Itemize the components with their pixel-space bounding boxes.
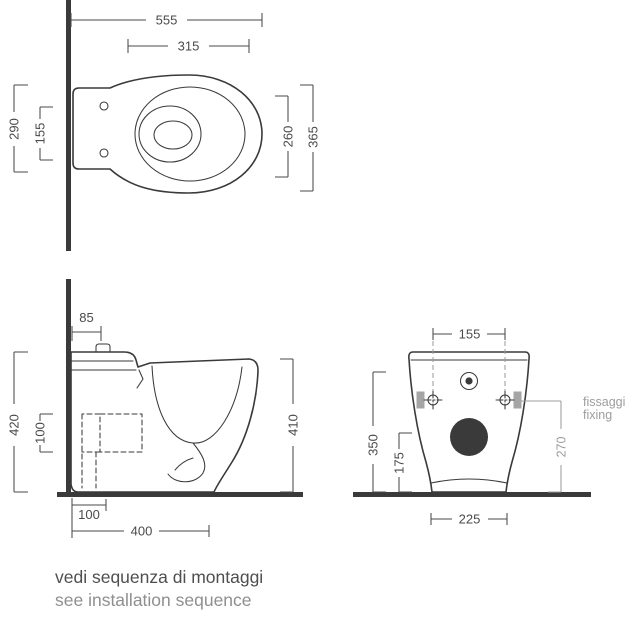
dim-line-front-height <box>280 358 294 493</box>
dim-back-inner-width: 155 <box>33 123 48 145</box>
seat-hinge-hole-top <box>99 101 109 111</box>
dim-outlet-box-height: 100 <box>33 422 48 444</box>
dim-line-back-width <box>13 84 28 173</box>
dim-overall-depth: 400 <box>131 524 153 539</box>
dim-line-outlet-height <box>398 432 412 493</box>
toilet-side-outline <box>70 351 259 493</box>
inner-bowl-profile <box>151 365 243 444</box>
dim-line-fixing-centres <box>432 328 506 340</box>
floor-line-front <box>353 492 591 497</box>
dim-base-width: 225 <box>459 512 481 527</box>
outlet-hole <box>450 418 488 456</box>
dim-line-base-width <box>430 513 508 525</box>
dim-line-overall-width <box>300 84 314 192</box>
wall-section-side <box>66 279 71 497</box>
dim-fixing-height: 270 <box>555 437 569 458</box>
dim-line-back-inner-width <box>39 106 53 161</box>
dim-overall-length: 555 <box>156 13 178 28</box>
dim-back-width: 290 <box>7 118 22 140</box>
seat-hinge-profile <box>95 343 111 353</box>
front-view: 155 350 175 270 225 fissaggi fixing <box>353 327 625 527</box>
dim-line-overall-length <box>70 13 263 27</box>
side-dimensions: 85 420 100 410 100 400 <box>7 310 301 539</box>
dim-back-height: 420 <box>7 414 22 436</box>
fixing-cross-right <box>495 390 515 410</box>
side-view: 85 420 100 410 100 400 <box>7 279 303 539</box>
fixing-cross-left <box>423 390 443 410</box>
dim-outlet-height: 175 <box>392 452 407 474</box>
seat-buffer <box>136 369 144 389</box>
dim-line-outlet-box-height <box>39 413 53 453</box>
dim-line-inlet-height <box>372 371 386 493</box>
dim-fixing-centres: 155 <box>459 327 481 342</box>
toilet-plan-outline <box>72 74 263 194</box>
inlet-hole-ring <box>459 371 479 391</box>
hidden-outlet-box <box>99 413 143 453</box>
fixing-label-english: fixing <box>583 408 612 422</box>
seat-hinge-hole-bottom <box>99 148 109 158</box>
floor-line-side <box>57 492 303 497</box>
dim-line-fixing-height <box>521 400 562 493</box>
hidden-duct-lines <box>81 413 101 489</box>
trapway-inner-curve <box>174 457 194 471</box>
water-surface <box>153 120 193 150</box>
dim-bowl-width: 260 <box>281 126 296 148</box>
installation-note-english: see installation sequence <box>55 590 252 610</box>
dim-seat-length: 315 <box>178 39 200 54</box>
dim-line-seat-length <box>127 39 250 53</box>
dim-line-back-height <box>13 351 28 493</box>
seat-lid-lines <box>70 360 137 371</box>
wall-section-plan <box>66 0 71 251</box>
fixing-tab-right <box>513 391 522 409</box>
dim-overall-width: 365 <box>306 126 321 148</box>
trapway-curve <box>167 442 206 483</box>
bowl-opening <box>138 105 202 163</box>
dim-line-top-depth <box>71 326 102 341</box>
footer-note: vedi sequenza di montaggi see installati… <box>55 567 263 610</box>
seat-ring <box>134 86 246 182</box>
base-joint-line <box>430 478 508 484</box>
dim-outlet-offset: 100 <box>78 507 100 522</box>
dim-inlet-height: 350 <box>366 434 381 456</box>
dim-line-bowl-width <box>275 95 289 178</box>
fixing-label-italian: fissaggi <box>583 395 625 409</box>
plan-view: 555 315 290 155 260 365 <box>7 0 321 251</box>
dim-front-height: 410 <box>286 414 301 436</box>
installation-note-italian: vedi sequenza di montaggi <box>55 567 263 587</box>
fixing-tab-left <box>416 391 425 409</box>
dim-line-overall-depth <box>72 525 210 537</box>
plan-dimensions: 555 315 290 155 260 365 <box>7 13 321 192</box>
dim-top-depth: 85 <box>79 310 93 325</box>
fixing-extension-lines <box>432 341 506 391</box>
front-dimensions: 155 350 175 270 225 fissaggi fixing <box>366 327 626 527</box>
inlet-hole-center <box>465 377 473 385</box>
toilet-front-outline <box>408 351 530 493</box>
